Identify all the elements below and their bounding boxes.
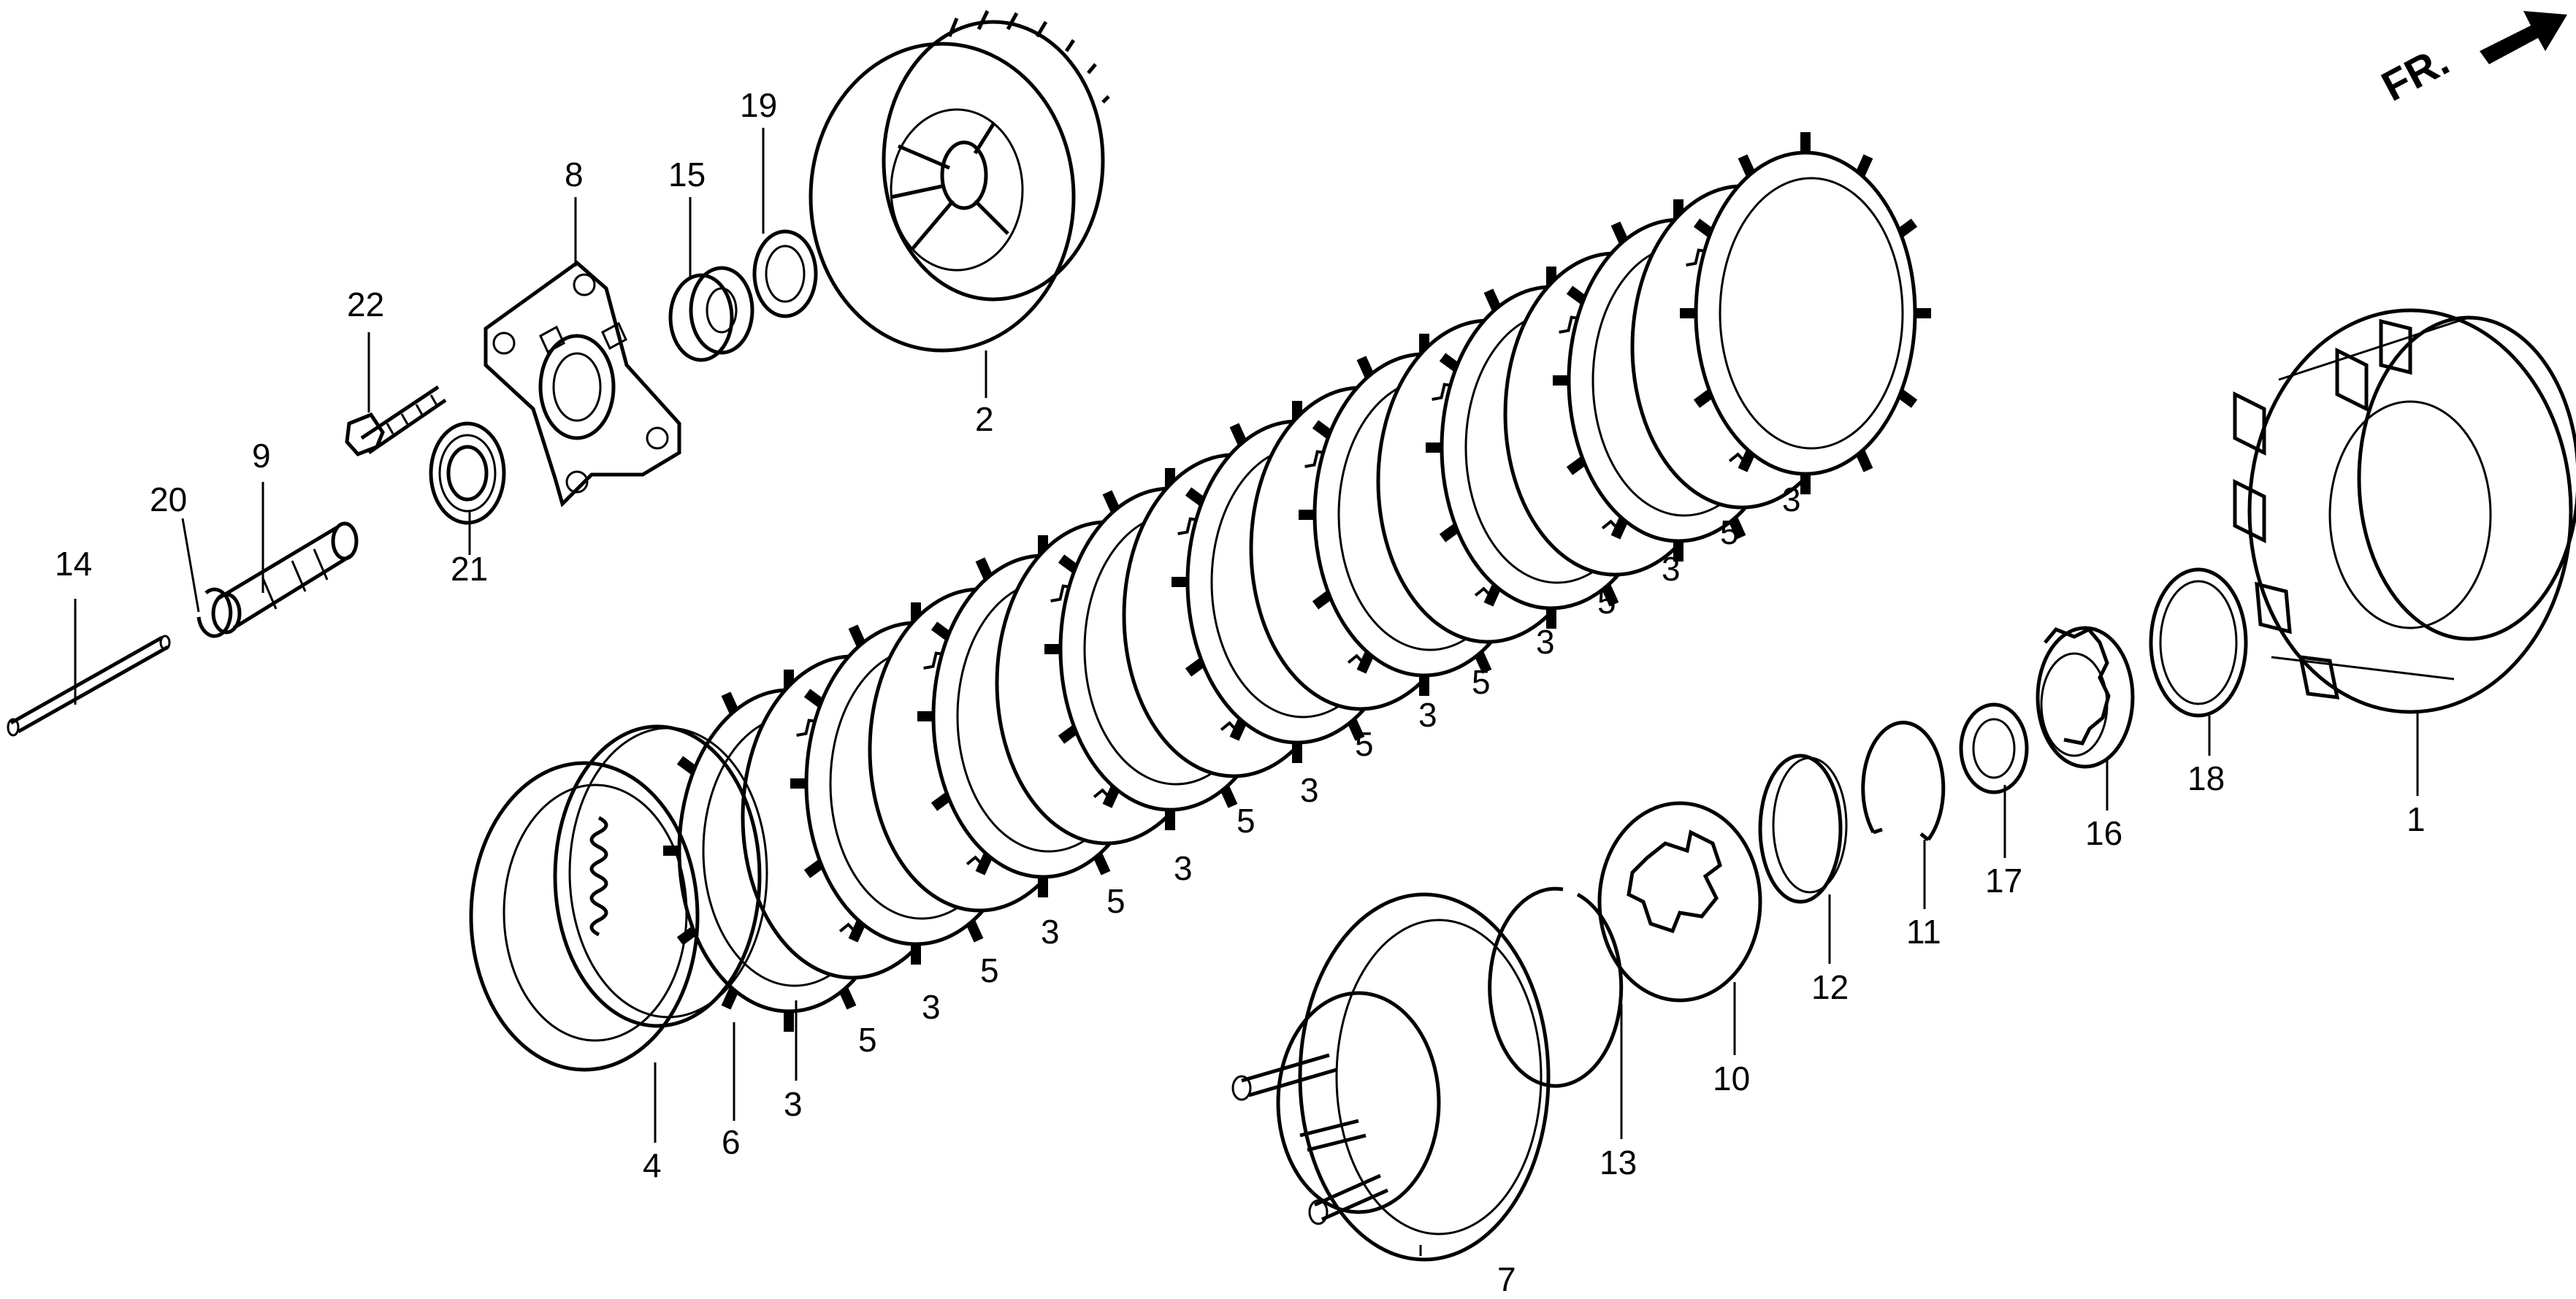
callout-5: 5 [1107,882,1125,920]
callout-10: 10 [1713,1059,1750,1097]
callout-3: 3 [1536,623,1555,661]
callout-5: 5 [1597,583,1616,621]
part-11-circlip [1861,721,1946,841]
clutch-disc-pack [663,132,1931,1032]
front-label: FR. [2374,37,2457,110]
callout-9: 9 [252,437,271,475]
callout-3: 3 [1662,550,1681,588]
callout-7: 7 [1497,1260,1516,1298]
callout-12: 12 [1811,968,1849,1006]
part-15-bearing [668,266,754,362]
callout-6: 6 [722,1123,741,1161]
callout-3: 3 [1418,696,1437,734]
part-1-clutch-basket [2233,308,2576,714]
callout-22: 22 [347,286,384,323]
callout-15: 15 [668,156,706,193]
callout-3: 3 [1041,913,1060,951]
callout-8: 8 [565,156,584,193]
part-12-ring [1758,754,1848,904]
callout-19: 19 [740,86,777,124]
leader-lines [74,128,2419,1256]
callout-13: 13 [1600,1143,1637,1181]
callout-labels: 14 20 9 22 8 21 15 19 2 4 6 3 5 3 5 3 5 … [55,86,2426,1298]
callout-3: 3 [922,988,941,1026]
callout-3: 3 [1782,480,1801,518]
part-4-friction-disc [469,761,700,1072]
part-21-bearing [429,421,506,525]
part-17-needle-bearing [1959,702,2029,794]
callout-1: 1 [2407,800,2426,838]
front-arrow-icon [2480,11,2567,64]
part-16-lock-nut [2036,626,2135,769]
front-direction-indicator: FR. [2374,11,2567,110]
part-14-pushrod [7,635,171,737]
part-18-thrust-washer [2149,567,2248,718]
callout-16: 16 [2085,814,2122,852]
callout-18: 18 [2187,759,2225,797]
part-20-circlip [196,587,233,638]
callout-20: 20 [150,480,187,518]
part-22-bolt [345,385,447,456]
callout-5: 5 [1472,663,1491,701]
friction-disc [1680,132,1931,494]
disc-inner-edge [1719,177,1904,450]
callout-17: 17 [1985,862,2022,900]
disc-tabs [1680,132,1931,494]
callout-14: 14 [55,545,92,583]
callout-5: 5 [1237,802,1255,840]
callout-4: 4 [643,1146,662,1184]
callout-11: 11 [1906,913,1941,951]
callout-5: 5 [1720,513,1739,551]
part-2-driven-gear [809,9,1110,353]
part-13-snap-ring [1488,886,1624,1088]
part-7-pressure-plate [1231,892,1551,1262]
disc-outline [1694,150,1917,476]
callout-3: 3 [784,1085,803,1123]
callout-2: 2 [975,400,994,438]
callout-5: 5 [1355,725,1374,763]
callout-3: 3 [1174,849,1193,887]
part-6-judder-spring [553,724,768,1028]
callout-21: 21 [451,550,488,588]
callout-5: 5 [858,1021,877,1059]
callout-5: 5 [980,951,999,989]
part-19-washer [752,229,818,318]
part-8-lifter-plate [484,260,681,507]
part-9-sleeve [211,521,359,635]
part-10-lock-washer [1597,801,1762,1003]
callout-3: 3 [1300,771,1319,809]
